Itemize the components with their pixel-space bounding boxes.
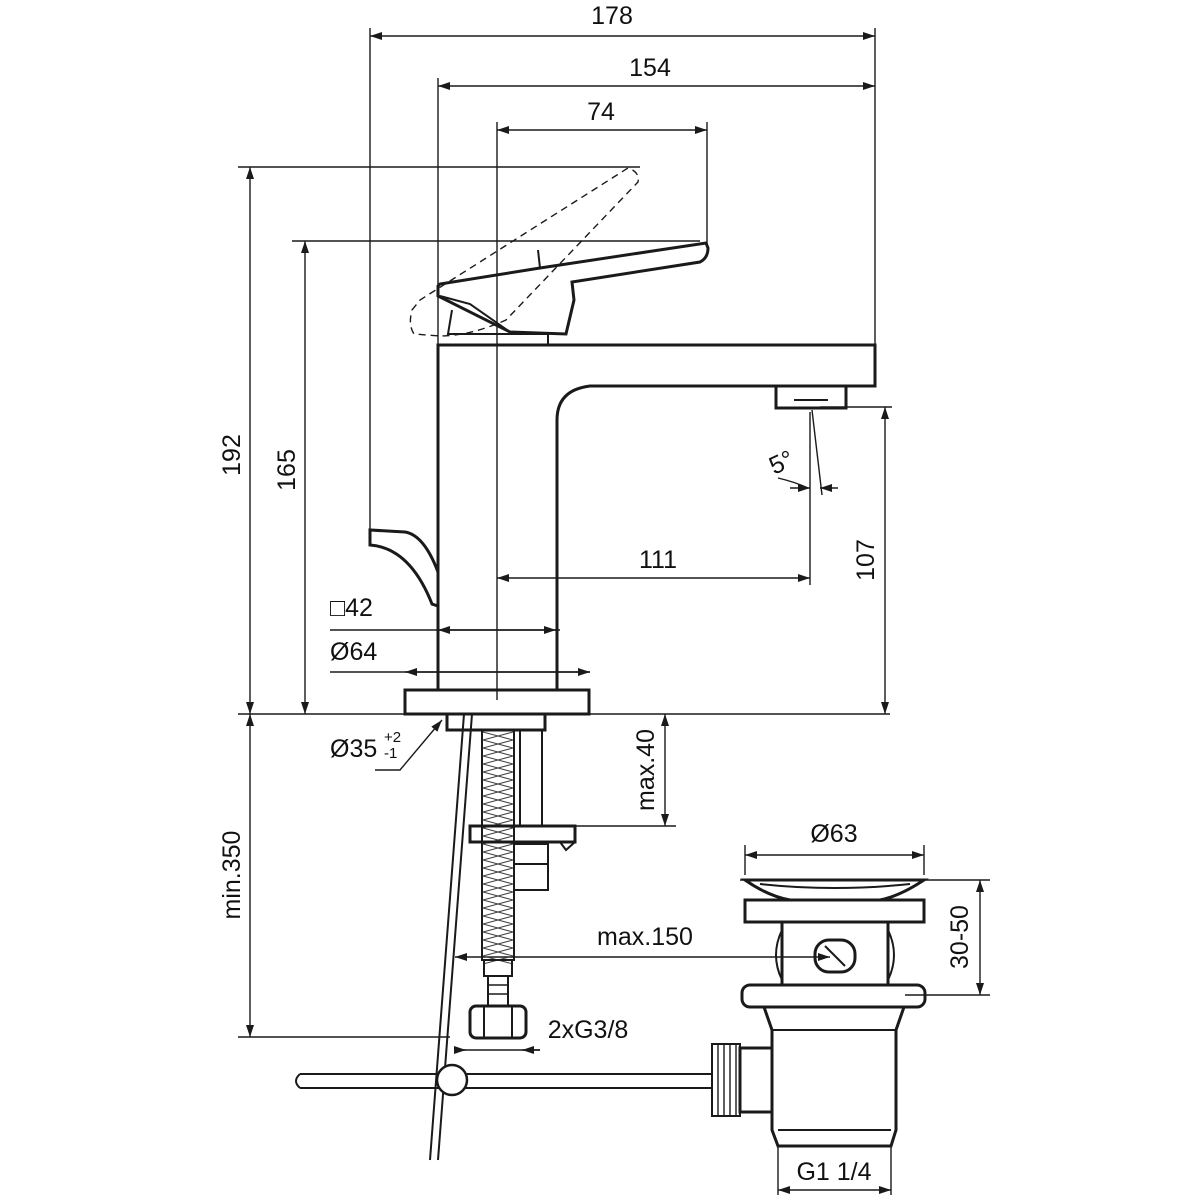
hose-connector-nut (468, 1004, 528, 1040)
label-107: 107 (852, 539, 880, 581)
label-connection: 2xG3/8 (548, 1016, 629, 1044)
lever (436, 241, 710, 336)
lever-open-position (409, 167, 639, 337)
label-square-42: □42 (330, 594, 373, 622)
dimension-lines (246, 32, 984, 1194)
rod-clamp (435, 1063, 469, 1097)
label-154: 154 (629, 54, 671, 82)
label-max-40: max.40 (632, 729, 660, 811)
waste-flange (740, 878, 929, 902)
waste-body (780, 922, 890, 987)
popup-rod-handle (368, 528, 440, 609)
label-tolerance-minus: -1 (384, 745, 397, 762)
label-178: 178 (591, 2, 633, 30)
faucet-body (295, 167, 877, 1161)
label-111: 111 (639, 546, 677, 574)
label-165: 165 (273, 449, 301, 491)
spout-body (436, 343, 877, 692)
label-max-150: max.150 (597, 923, 693, 951)
label-diameter-64: Ø64 (330, 638, 377, 666)
label-thread-g114: G1 1/4 (796, 1158, 871, 1186)
label-5-degree: 5° (765, 445, 798, 480)
fixing-nut (513, 843, 549, 865)
waste-slot (813, 938, 857, 974)
aerator (774, 384, 848, 410)
label-192: 192 (218, 434, 246, 476)
waste-side-port (738, 1046, 772, 1114)
label-tolerance-plus: +2 (384, 729, 401, 746)
label-74: 74 (587, 98, 615, 126)
label-min-350: min.350 (218, 831, 246, 920)
label-diameter-35: Ø35 (330, 735, 377, 763)
label-diameter-63: Ø63 (810, 820, 857, 848)
mounting-washer (445, 712, 547, 732)
waste-assembly (711, 878, 929, 1148)
label-30-50: 30-50 (946, 905, 974, 969)
